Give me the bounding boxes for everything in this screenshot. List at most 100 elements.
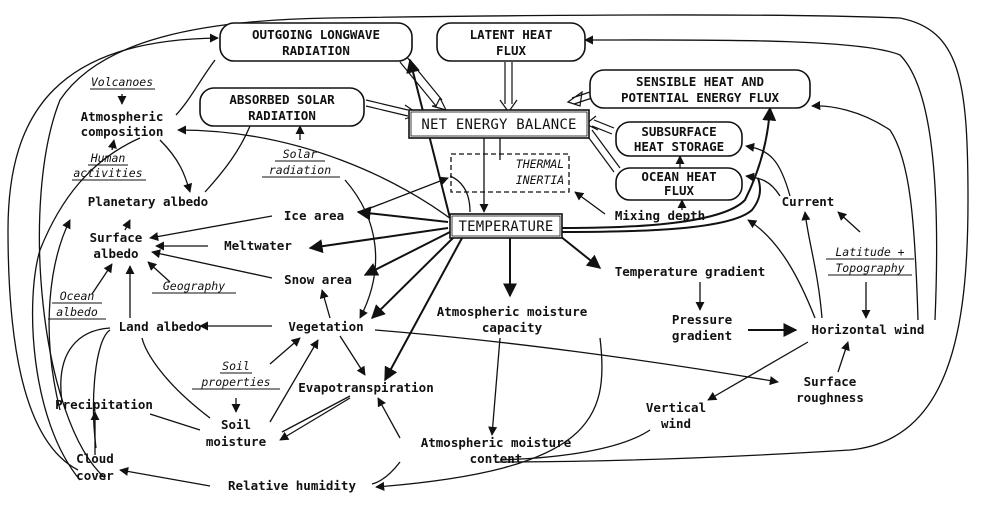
node-geography: Geography — [163, 279, 225, 293]
link-temp-to-vegetation — [371, 235, 456, 319]
node-soil-moisture-line2: moisture — [206, 434, 267, 449]
link-capacity-to-content — [488, 337, 501, 436]
subsurface-line2: HEAT STORAGE — [634, 139, 724, 154]
box-subsurface-heat: SUBSURFACE HEAT STORAGE — [615, 121, 743, 157]
link-temp-to-snow — [363, 231, 451, 276]
link-temp-to-outgoing — [406, 58, 451, 219]
node-atm-moisture-content-line1: Atmospheric moisture — [421, 435, 572, 450]
link-temp-to-ice — [356, 206, 449, 223]
ocean-heat-line1: OCEAN HEAT — [641, 169, 716, 184]
link-current-loop-subsurface — [745, 142, 791, 197]
link-temp-to-mixing-2 — [561, 177, 761, 233]
box-thermal-inertia: THERMAL INERTIA — [450, 153, 570, 193]
node-surface-roughness-line2: roughness — [796, 390, 864, 405]
link-vertical-to-content — [499, 429, 651, 461]
node-latitude-topography-line2: Topography — [835, 261, 904, 275]
link-content-to-relhum — [371, 461, 401, 485]
node-soil-moisture-line1: Soil — [221, 417, 251, 432]
node-vertical-wind-line1: Vertical — [646, 400, 706, 415]
hollow-outgoing-to-neb — [399, 55, 448, 111]
link-geo-to-surface — [147, 261, 171, 283]
node-ocean-albedo-line1: Ocean — [60, 289, 95, 303]
node-vegetation: Vegetation — [288, 319, 363, 334]
subsurface-line1: SUBSURFACE — [641, 124, 716, 139]
nodes: Volcanoes Atmospheric composition Human … — [48, 75, 924, 493]
node-cloud-cover-line2: cover — [76, 468, 114, 483]
node-atm-composition-line1: Atmospheric — [81, 109, 164, 124]
link-content-to-evapo — [377, 397, 401, 439]
link-soilprop-to-vegetation — [269, 337, 301, 365]
link-temp-to-meltwater — [308, 227, 449, 254]
link-soilmoist-to-land — [141, 337, 211, 419]
node-surface-albedo-line1: Surface — [90, 230, 143, 245]
link-planetary-to-surface — [122, 219, 131, 231]
outgoing-longwave-line2: RADIATION — [282, 43, 350, 58]
node-atm-composition-line2: composition — [81, 124, 164, 139]
link-horizontal-wind-sensible — [811, 101, 919, 321]
link-left-loops-3 — [60, 327, 111, 403]
box-ocean-heat-flux: OCEAN HEAT FLUX — [615, 167, 743, 201]
outgoing-longwave-line1: OUTGOING LONGWAVE — [252, 27, 380, 42]
link-thermal-from-ice — [359, 176, 449, 213]
link-lat-to-current — [837, 211, 861, 233]
box-outgoing-longwave: OUTGOING LONGWAVE RADIATION — [219, 22, 413, 62]
temperature-label: TEMPERATURE — [459, 219, 554, 235]
link-cloudcover-to-outgoing — [7, 33, 219, 471]
link-temp-to-mixing — [561, 106, 777, 229]
hollow-subsurface-to-neb — [584, 115, 615, 135]
node-evapotranspiration: Evapotranspiration — [298, 380, 433, 395]
link-roughness-to-horizwind — [837, 341, 850, 373]
node-soil-properties-line1: Soil — [222, 359, 250, 373]
net-energy-balance-label: NET ENERGY BALANCE — [421, 117, 576, 133]
node-ice-area: Ice area — [284, 208, 344, 223]
node-current: Current — [782, 194, 835, 209]
node-solar-radiation-line2: radiation — [269, 163, 331, 177]
absorbed-solar-line1: ABSORBED SOLAR — [229, 92, 335, 107]
link-temp-to-thermal — [449, 175, 471, 213]
link-temp-to-tempgradient — [559, 235, 602, 269]
link-soilmoist-to-evapo — [281, 395, 351, 433]
node-solar-radiation-line1: Solar — [283, 147, 318, 161]
ocean-heat-line2: FLUX — [664, 183, 695, 198]
link-vegetation-to-snow — [319, 289, 331, 319]
node-pressure-gradient-line2: gradient — [672, 328, 732, 343]
node-surface-albedo-line2: albedo — [93, 246, 138, 261]
node-meltwater: Meltwater — [224, 238, 292, 253]
node-relative-humidity: Relative humidity — [228, 478, 356, 493]
link-horizwind-to-mixing — [747, 219, 816, 319]
link-vegetation-to-evapo — [339, 335, 366, 376]
latent-heat-line1: LATENT HEAT — [470, 27, 553, 42]
link-vegetation-to-roughness — [374, 329, 779, 386]
hollow-oceanheat-to-neb — [585, 129, 621, 173]
node-precipitation: Precipitation — [55, 397, 153, 412]
hollow-latent-to-neb — [499, 62, 518, 114]
node-soil-properties-line2: properties — [200, 375, 270, 389]
latent-heat-line2: FLUX — [496, 43, 527, 58]
link-ice-to-surface — [149, 215, 273, 242]
link-horizwind-to-vertical — [707, 341, 809, 401]
connection-lines — [7, 14, 969, 491]
node-ocean-albedo-line2: albedo — [56, 305, 98, 319]
node-cloud-cover-line1: Cloud — [76, 451, 114, 466]
sensible-heat-line1: SENSIBLE HEAT AND — [636, 74, 764, 89]
link-atmcomp-to-planetary — [159, 139, 193, 193]
link-mixing-to-thermal — [574, 191, 606, 215]
link-outer-top-loop — [38, 14, 969, 479]
box-absorbed-solar: ABSORBED SOLAR RADIATION — [199, 87, 365, 127]
link-temp-to-atm-comp — [177, 125, 456, 223]
link-left-loops-2 — [48, 219, 71, 411]
link-human-to-atmcomp — [107, 139, 117, 151]
node-snow-area: Snow area — [284, 272, 352, 287]
thermal-inertia-line2: INERTIA — [516, 173, 564, 187]
thermal-inertia-line1: THERMAL — [516, 157, 564, 171]
link-evapo-to-soilmoist — [279, 397, 351, 441]
link-left-loops-1 — [31, 137, 141, 481]
node-pressure-gradient-line1: Pressure — [672, 312, 733, 327]
box-temperature: TEMPERATURE — [449, 213, 563, 239]
link-snow-to-surface — [151, 249, 273, 279]
link-temp-to-evapo — [384, 237, 463, 382]
link-precip-to-soilmoist — [149, 413, 201, 431]
box-net-energy-balance: NET ENERGY BALANCE — [408, 109, 590, 139]
node-vertical-wind-line2: wind — [661, 416, 691, 431]
box-latent-heat: LATENT HEAT FLUX — [436, 22, 586, 62]
